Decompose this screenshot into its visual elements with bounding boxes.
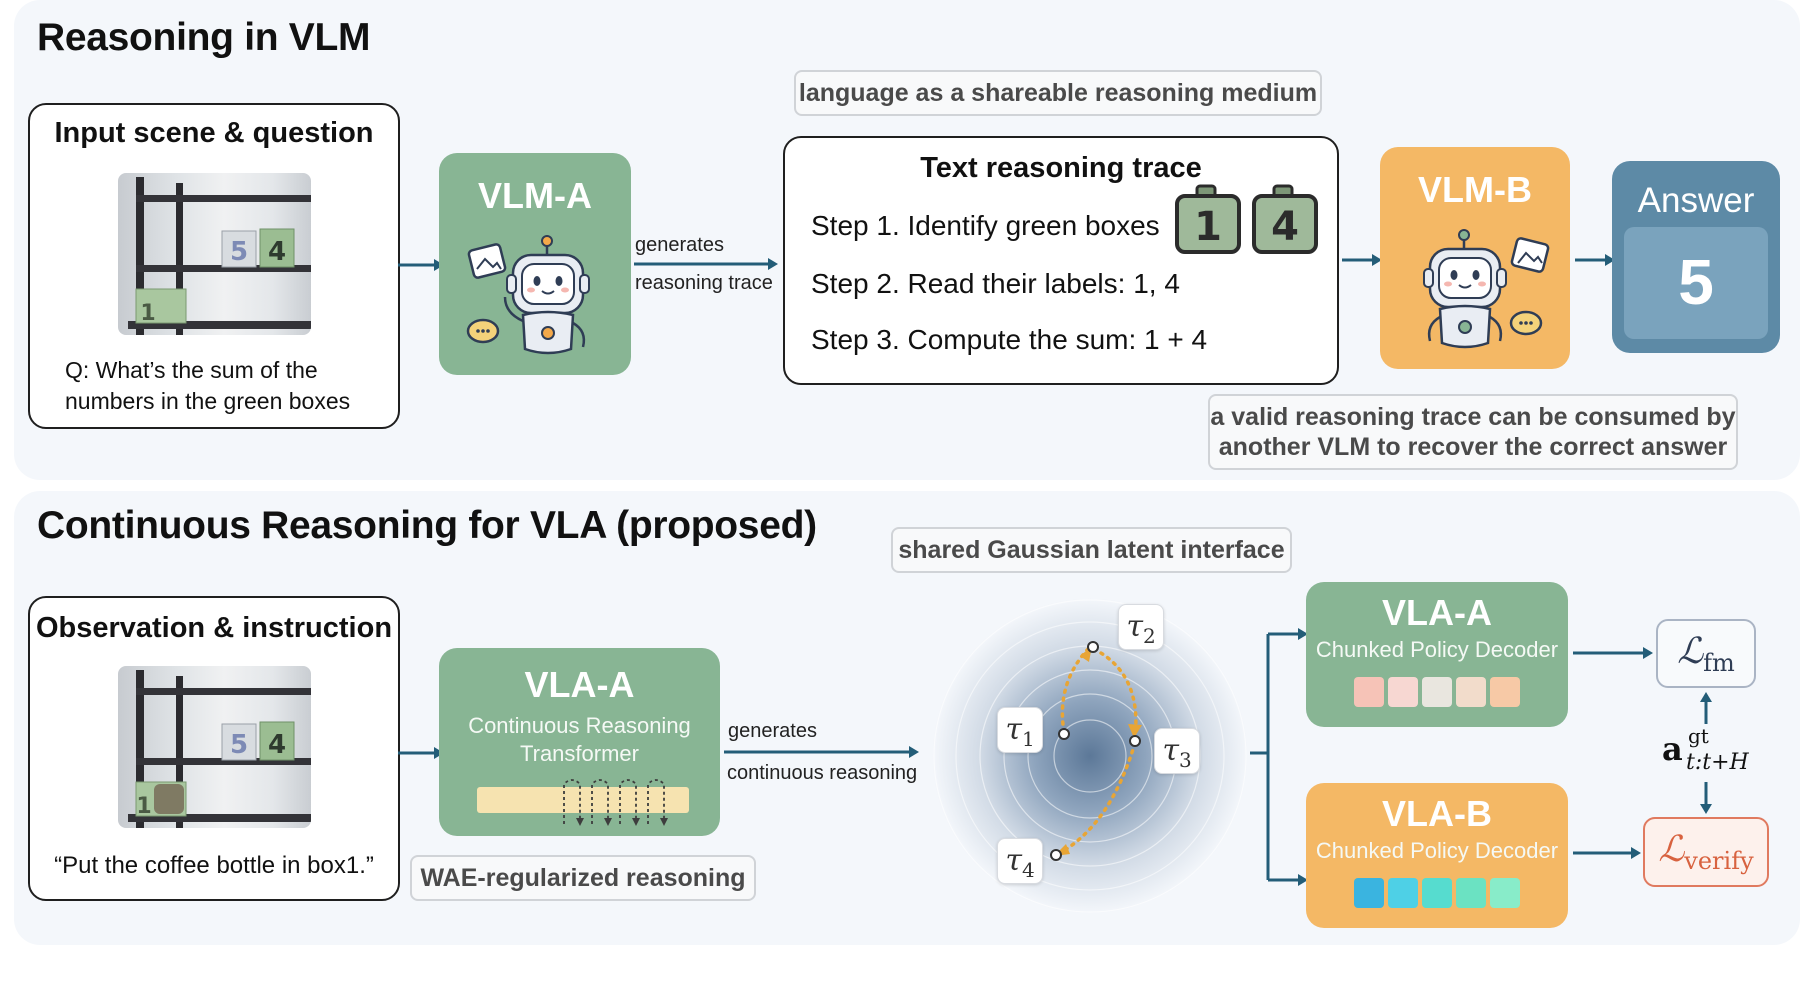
- arrow-input-to-vlma: [398, 259, 444, 271]
- generates-label-top: generates: [635, 234, 724, 256]
- bottom-section-title: Continuous Reasoning for VLA (proposed): [37, 504, 817, 547]
- answer-block: Answer 5: [1612, 161, 1780, 353]
- valid-trace-line-2: another VLM to recover the correct answe…: [1218, 433, 1728, 461]
- vla-a-main-label: VLA-A: [524, 664, 635, 705]
- loss-fm-subscript: fm: [1703, 649, 1735, 678]
- reasoning-trace-label: reasoning trace: [635, 272, 773, 294]
- box-label-5: 5: [230, 237, 248, 267]
- vla-b-decoder-sub: Chunked Policy Decoder: [1315, 838, 1559, 863]
- arrow-vlmb-to-answer: [1575, 254, 1615, 266]
- vla-a-decoder-sub: Chunked Policy Decoder: [1315, 637, 1559, 662]
- vlm-b-label: VLM-B: [1418, 169, 1532, 210]
- continuous-reasoning-label: continuous reasoning: [727, 762, 918, 784]
- valid-trace-line-1: a valid reasoning trace can be consumed …: [1210, 403, 1736, 431]
- tau-3-marker: τ3: [1154, 728, 1200, 774]
- arrow-obs-to-vlaa: [398, 747, 444, 759]
- robot-icon: [466, 235, 590, 355]
- gaussian-latent-space: [932, 598, 1248, 914]
- vla-b-decoder-label: VLA-B: [1382, 793, 1492, 834]
- tau-2-marker: τ2: [1118, 604, 1164, 650]
- arrow-vlaa-to-latent: [724, 746, 919, 758]
- action-chip: [1388, 677, 1418, 707]
- vla-a-decoder-block: VLA-A Chunked Policy Decoder: [1306, 582, 1568, 727]
- box-label-5: 5: [230, 730, 248, 760]
- vla-b-decoder-block: VLA-B Chunked Policy Decoder: [1306, 783, 1568, 928]
- observation-scene-image: 5 4 1: [118, 666, 311, 828]
- vla-a-reasoning-block: VLA-A Continuous Reasoning Transformer: [439, 648, 720, 836]
- tau-4-marker: τ4: [997, 838, 1043, 884]
- action-chip: [1456, 677, 1486, 707]
- vlm-b-block: VLM-B: [1380, 147, 1570, 369]
- box-label-4: 4: [268, 730, 286, 760]
- question-line-1: Q: What’s the sum of the: [65, 357, 318, 383]
- shelf-illustration: 5 4 1: [128, 670, 311, 828]
- vla-a-main-sub-1: Continuous Reasoning: [468, 713, 691, 738]
- loss-fm-box: ℒfm: [1656, 619, 1756, 688]
- action-chip: [1490, 677, 1520, 707]
- robot-icon: [1423, 229, 1550, 349]
- action-chip: [1422, 878, 1452, 908]
- question-line-2: numbers in the green boxes: [65, 388, 351, 414]
- action-chip: [1422, 677, 1452, 707]
- input-scene-title: Input scene & question: [54, 117, 374, 149]
- trace-digit-4: 4: [1271, 204, 1299, 250]
- box-label-1: 1: [140, 301, 155, 326]
- text-reasoning-trace-box: Text reasoning trace Step 1. Identify gr…: [783, 136, 1339, 385]
- language-medium-pill: language as a shareable reasoning medium: [794, 70, 1322, 116]
- branch-arrows-to-decoders: [1250, 628, 1308, 886]
- input-scene-box: Input scene & question 5 4 1 Q: What’s t…: [28, 103, 400, 429]
- trace-step-1: Step 1. Identify green boxes: [811, 210, 1160, 241]
- reasoning-token-bar: [477, 787, 689, 813]
- recurrent-loop-icon: [563, 779, 668, 826]
- gt-action-superscript: gt: [1688, 724, 1709, 748]
- gaussian-interface-pill: shared Gaussian latent interface: [891, 527, 1292, 573]
- observation-title: Observation & instruction: [35, 612, 393, 644]
- trace-title: Text reasoning trace: [920, 152, 1202, 184]
- input-scene-image: 5 4 1: [118, 173, 311, 335]
- loss-fm-symbol: ℒ: [1677, 631, 1704, 672]
- action-chip: [1456, 878, 1486, 908]
- action-chip: [1490, 878, 1520, 908]
- action-chip: [1354, 677, 1384, 707]
- vlm-a-block: VLM-A: [439, 153, 631, 375]
- box-label-1: 1: [136, 794, 151, 819]
- vla-a-decoder-label: VLA-A: [1382, 592, 1492, 633]
- generates-label-bottom: generates: [728, 720, 817, 742]
- arrow-vlaa-to-loss-fm: [1573, 647, 1653, 659]
- gt-action-subscript: t:t+H: [1686, 750, 1749, 775]
- green-box-digit-4-icon: 4: [1252, 184, 1318, 254]
- loss-verify-symbol: ℒ: [1658, 829, 1685, 870]
- gt-action-symbol: a: [1662, 730, 1683, 768]
- instruction-text: “Put the coffee bottle in box1.”: [54, 852, 374, 879]
- trace-step-2: Step 2. Read their labels: 1, 4: [811, 268, 1180, 299]
- valid-trace-pill: a valid reasoning trace can be consumed …: [1208, 394, 1738, 470]
- answer-label: Answer: [1637, 181, 1755, 220]
- trace-step-3: Step 3. Compute the sum: 1 + 4: [811, 324, 1208, 355]
- loss-verify-subscript: verify: [1684, 847, 1754, 876]
- vla-a-main-sub-2: Transformer: [520, 741, 639, 766]
- top-section-title: Reasoning in VLM: [37, 16, 371, 59]
- green-box-digit-1-icon: 1: [1175, 184, 1241, 254]
- shelf-illustration: 5 4 1: [128, 177, 311, 335]
- gt-action-arrows: [1700, 692, 1712, 814]
- wae-regularized-pill: WAE-regularized reasoning: [410, 855, 756, 901]
- observation-box: Observation & instruction 5 4 1 “Put the…: [28, 596, 400, 901]
- answer-value: 5: [1678, 246, 1714, 318]
- arrow-trace-to-vlmb: [1342, 254, 1382, 266]
- action-chip: [1388, 878, 1418, 908]
- tau-1-marker: τ1: [997, 707, 1043, 753]
- loss-verify-box: ℒverify: [1643, 817, 1769, 887]
- arrow-vlab-to-loss-verify: [1573, 847, 1641, 859]
- vlm-a-label: VLM-A: [478, 175, 592, 216]
- action-chip: [1354, 878, 1384, 908]
- box-label-4: 4: [268, 237, 286, 267]
- answer-value-card: 5: [1624, 227, 1768, 339]
- arrow-vlma-to-trace: [634, 258, 778, 270]
- trace-digit-1: 1: [1194, 204, 1222, 250]
